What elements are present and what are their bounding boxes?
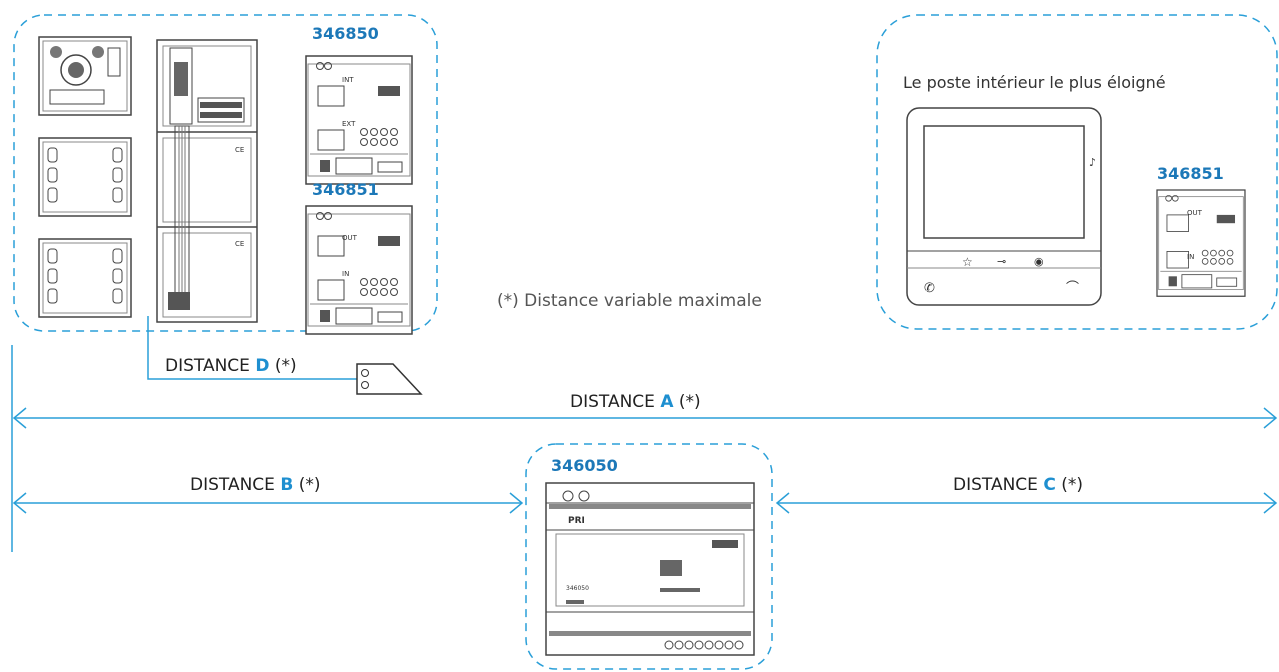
svg-text:☆: ☆: [962, 255, 973, 269]
int-port-label: INT: [342, 76, 354, 84]
in-port-label: IN: [342, 270, 349, 278]
interface-module-icon: OUT IN: [1156, 189, 1246, 297]
svg-text:CE: CE: [235, 146, 244, 154]
entrance-panel-rear-icon: CE CE: [156, 39, 258, 323]
psu-code-label: 346050: [566, 585, 589, 592]
distance-c-arrow: [775, 492, 1278, 514]
distance-c-label: DISTANCE C (*): [953, 475, 1083, 495]
part-number-346851-left: 346851: [312, 180, 379, 199]
remote-station-group-frame: [876, 14, 1278, 330]
distance-b-arrow: [12, 492, 524, 514]
svg-text:✆: ✆: [924, 281, 935, 296]
in-port-label-right: IN: [1187, 253, 1194, 261]
power-supply-icon: PRI 346050: [545, 482, 755, 656]
remote-station-title: Le poste intérieur le plus éloigné: [903, 73, 1166, 92]
entrance-panel-group-frame: [13, 14, 438, 332]
distance-a-arrow: [12, 407, 1278, 429]
entrance-panel-icon: [38, 36, 132, 116]
svg-text:CE: CE: [235, 240, 244, 248]
interface-module-icon: INT EXT: [305, 55, 413, 185]
power-supply-group-frame: [525, 443, 773, 670]
out-port-label-right: OUT: [1187, 209, 1203, 217]
blank-module-icon: [38, 238, 132, 318]
distance-a-label: DISTANCE A (*): [570, 392, 701, 412]
blank-module-icon: [38, 137, 132, 217]
svg-text:◉: ◉: [1034, 255, 1044, 268]
part-number-346851-right: 346851: [1157, 164, 1224, 183]
distance-d-label: DISTANCE D (*): [165, 356, 297, 376]
svg-text:♪: ♪: [1089, 156, 1096, 169]
ext-port-label: EXT: [342, 120, 356, 128]
interface-module-icon: OUT IN: [305, 205, 413, 335]
svg-text:⊸: ⊸: [997, 255, 1006, 268]
cable-plug-icon: [356, 363, 423, 395]
svg-text:⌒: ⌒: [1066, 281, 1079, 296]
pri-label: PRI: [568, 516, 585, 526]
distance-d-line: [147, 316, 357, 380]
part-number-346050: 346050: [551, 456, 618, 475]
monitor-icon: ☆ ⊸ ◉ ✆ ⌒ ♪: [906, 107, 1102, 306]
part-number-346850: 346850: [312, 24, 379, 43]
out-port-label: OUT: [342, 234, 358, 242]
distance-b-label: DISTANCE B (*): [190, 475, 320, 495]
variable-distance-note: (*) Distance variable maximale: [497, 291, 762, 311]
